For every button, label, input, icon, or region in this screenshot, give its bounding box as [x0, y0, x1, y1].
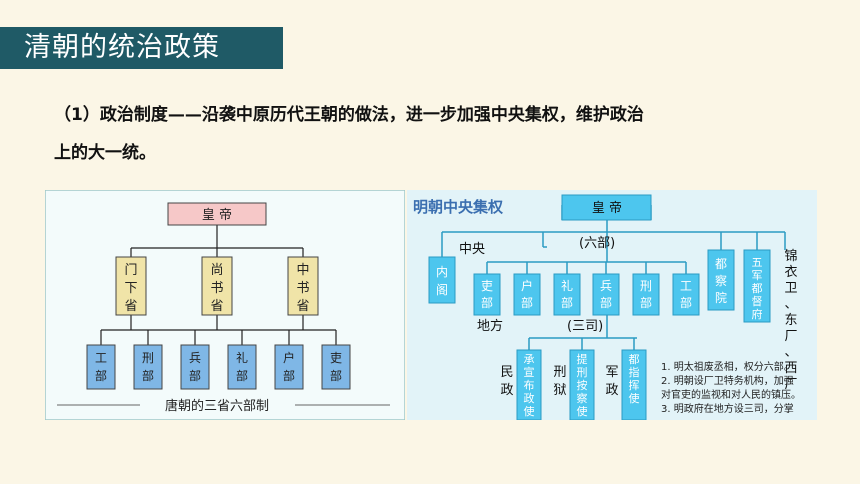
- ming-three-si-box: [621, 349, 647, 420]
- tang-province-label: 尚书省: [210, 263, 223, 314]
- tang-emperor-label: 皇 帝: [202, 207, 232, 223]
- ming-ministry-box: [672, 273, 700, 316]
- ming-duchayuan-box: [707, 249, 735, 311]
- ming-six-label: (六部): [579, 236, 615, 251]
- ming-ministry-box: [592, 273, 620, 316]
- ming-duchayuan-label: 都察院: [715, 257, 727, 305]
- ming-ministry-box: [473, 273, 501, 316]
- paragraph-line-2: 上的大一统。: [54, 143, 156, 163]
- tang-ministry-box: [133, 344, 163, 390]
- ming-three-si-label: 都指挥使: [629, 353, 640, 405]
- ming-ministry-label: 兵部: [600, 279, 612, 310]
- paragraph: （1）政治制度——沿袭中原历代王朝的做法，进一步加强中央集权，维护政治 上的大一…: [54, 96, 824, 172]
- ming-three-label: (三司): [567, 319, 603, 334]
- tang-ministry-box: [321, 344, 351, 390]
- tang-province-box: [287, 256, 319, 316]
- tang-province-label: 中书省: [296, 263, 309, 314]
- ming-wujun-box: [743, 249, 771, 323]
- tang-province-box: [115, 256, 147, 316]
- ming-ministry-label: 刑部: [640, 279, 652, 310]
- tang-ministry-label: 礼部: [236, 350, 248, 383]
- ming-ministry-box: [513, 273, 541, 316]
- ming-neige-label: 内阁: [436, 265, 448, 297]
- paragraph-line-1: （1）政治制度——沿袭中原历代王朝的做法，进一步加强中央集权，维护政治: [54, 105, 644, 125]
- tang-system-diagram: 皇 帝 门下省 尚书省 中书省 工部 刑部 兵部 礼部 户部 吏部 唐朝的三省六部制: [44, 189, 406, 421]
- ming-three-si-box: [516, 349, 542, 420]
- ming-ministry-label: 户部: [521, 278, 533, 310]
- ming-ministry-box: [553, 273, 581, 316]
- tang-ministry-box: [274, 344, 304, 390]
- ming-three-si-label: 承宣布政使: [524, 353, 535, 418]
- ming-ministry-label: 礼部: [561, 278, 573, 310]
- tang-ministry-box: [227, 344, 257, 390]
- ming-note-line: 1. 明太祖废丞相，权分六部。: [661, 360, 794, 373]
- ming-system-diagram: 明朝中央集权: [407, 190, 817, 420]
- tang-ministry-box: [86, 344, 116, 390]
- ming-wujun-label: 五军都督府: [752, 256, 763, 321]
- ming-central-label: 中央: [459, 242, 485, 257]
- ming-ministry-label: 工部: [680, 279, 692, 310]
- ming-three-si-role: 民政: [500, 365, 513, 398]
- ming-jinyiwei-label: 锦衣卫、东厂、西厂: [784, 249, 797, 392]
- ming-three-si-role: 军政: [605, 365, 618, 398]
- tang-ministry-label: 户部: [283, 350, 295, 383]
- ming-title: 明朝中央集权: [413, 198, 504, 216]
- ming-emperor-label: 皇 帝: [592, 200, 622, 216]
- ming-neige-box: [428, 256, 456, 304]
- ming-note-line: 2. 明朝设厂卫特务机构，加强: [661, 374, 794, 387]
- ming-ministry-label: 吏部: [481, 278, 493, 310]
- tang-ministry-label: 刑部: [142, 351, 154, 383]
- ming-emperor-box: [561, 194, 652, 221]
- ming-three-si-role: 刑狱: [553, 365, 566, 398]
- ming-three-si-label: 提刑按察使: [577, 353, 588, 418]
- tang-ministry-box: [180, 344, 210, 390]
- ming-note-line: 对官吏的监视和对人民的镇压。: [661, 388, 801, 401]
- tang-caption: 唐朝的三省六部制: [165, 398, 269, 414]
- ming-ministry-box: [632, 273, 660, 316]
- ming-three-si-box: [569, 349, 595, 420]
- tang-province-label: 门下省: [124, 263, 137, 314]
- tang-ministry-label: 兵部: [189, 351, 201, 383]
- tang-ministry-label: 吏部: [330, 350, 342, 383]
- ming-note-line: 3. 明政府在地方设三司，分掌: [661, 402, 794, 415]
- tang-ministry-label: 工部: [95, 351, 107, 383]
- ming-local-label: 地方: [477, 318, 503, 334]
- tang-province-box: [201, 256, 233, 316]
- slide-title: 清朝的统治政策: [0, 27, 283, 69]
- tang-emperor-box: [167, 202, 267, 226]
